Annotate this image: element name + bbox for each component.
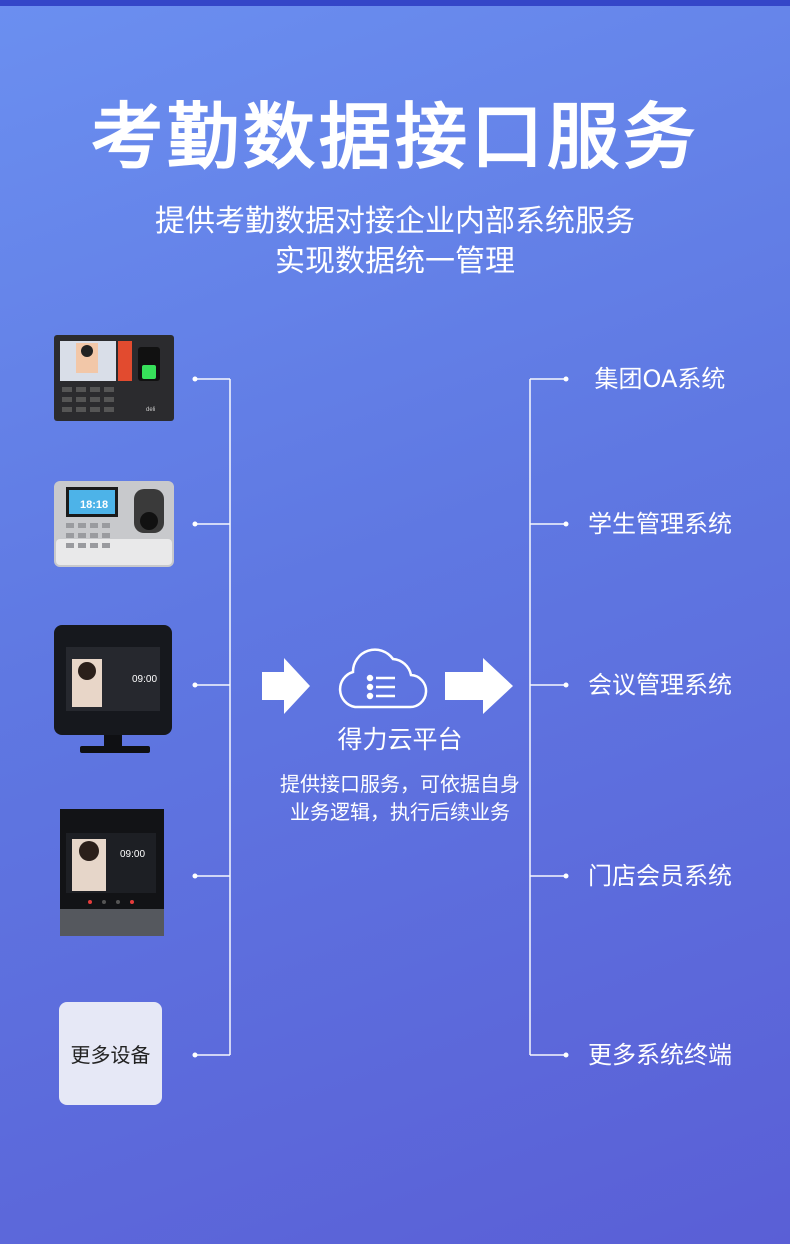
device-fingerprint-clock: 18:18 <box>54 481 174 567</box>
cloud-list-icon <box>338 648 428 709</box>
device-face-fingerprint-terminal: deli <box>54 335 174 421</box>
system-group-oa: 集团OA系统 <box>594 365 726 393</box>
device-face-terminal-wall: 09:00 <box>60 809 164 936</box>
right-arrow-icon <box>262 658 310 714</box>
screen-time: 09:00 <box>120 849 145 860</box>
page-title: 考勤数据接口服务 <box>90 95 699 179</box>
system-store-member: 门店会员系统 <box>588 862 732 890</box>
subtitle-line-1: 提供考勤数据对接企业内部系统服务 <box>155 204 635 239</box>
system-meeting: 会议管理系统 <box>588 671 732 699</box>
right-arrow-icon <box>445 658 513 714</box>
platform-desc-line-1: 提供接口服务，可依据自身 <box>280 772 520 796</box>
system-more-terminals: 更多系统终端 <box>588 1041 732 1069</box>
subtitle-line-2: 实现数据统一管理 <box>275 244 515 279</box>
device-face-terminal-stand: 09:00 <box>54 625 172 753</box>
clock-time: 18:18 <box>80 499 108 511</box>
platform-label: 得力云平台 <box>337 725 463 754</box>
top-bar <box>0 0 790 6</box>
screen-time: 09:00 <box>132 674 157 685</box>
more-devices-card[interactable]: 更多设备 <box>59 1002 162 1105</box>
svg-text:deli: deli <box>146 407 155 413</box>
system-student: 学生管理系统 <box>588 510 732 538</box>
platform-desc-line-2: 业务逻辑，执行后续业务 <box>290 800 510 824</box>
